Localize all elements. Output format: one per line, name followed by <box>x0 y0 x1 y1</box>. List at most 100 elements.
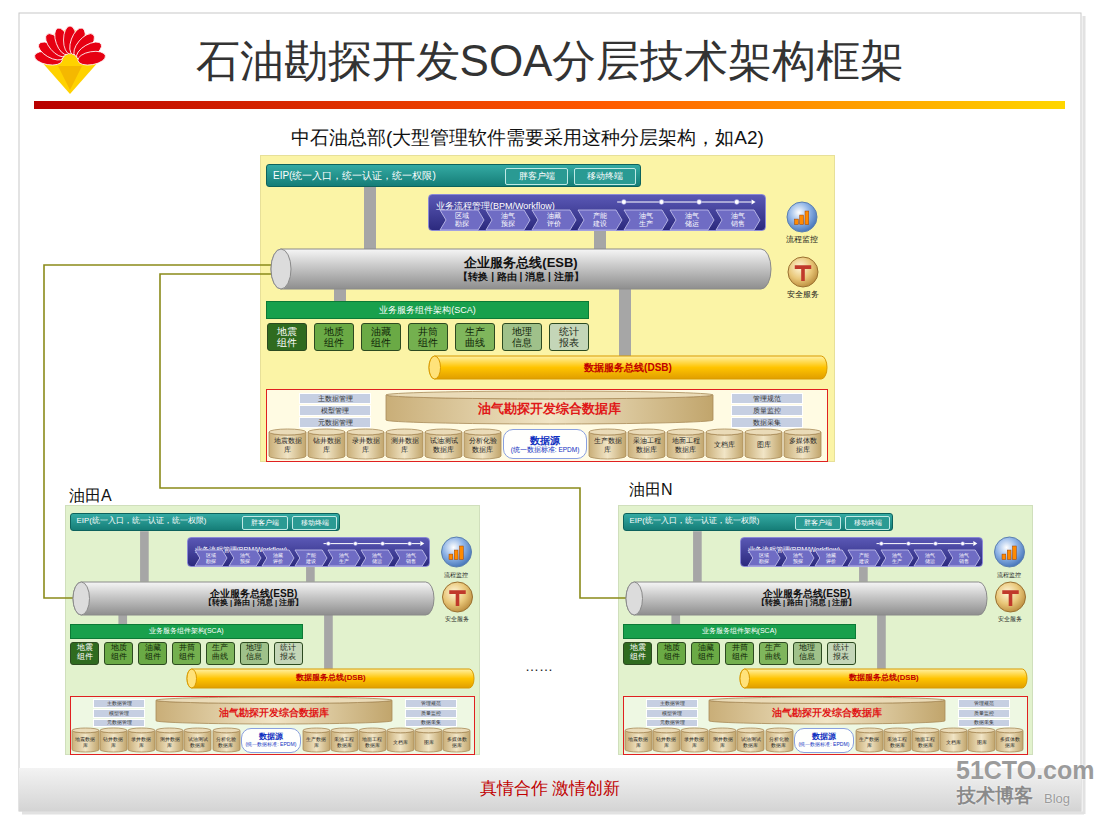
chart-bar <box>795 219 799 224</box>
database-top <box>667 429 704 435</box>
panel-heading: 中石油总部(大型管理软件需要采用这种分层架构，如A2) <box>291 127 764 149</box>
bus-end <box>626 582 643 615</box>
database-top <box>156 728 183 733</box>
flow-dot <box>697 200 702 205</box>
list-label: 模型管理 <box>321 407 349 414</box>
cyl-label: 采油工程数据库 <box>885 736 908 749</box>
cyl-box: 采油工程数据库 <box>331 728 358 752</box>
cyl-label: 多媒体数据库 <box>445 736 468 749</box>
cyl-box: 多媒体数据库 <box>996 728 1023 752</box>
oilfield-link <box>160 274 626 598</box>
step-box: 产能建设 <box>578 210 622 230</box>
client-box: 移动终端 <box>845 516 890 530</box>
comp-label: 生产曲线 <box>764 644 782 662</box>
process-step-chevron <box>914 550 946 566</box>
bus-body <box>740 669 1027 688</box>
database-body <box>589 432 626 459</box>
cyl-label: 文档库 <box>946 739 961 745</box>
database-top <box>589 429 626 435</box>
cyl-label: 采油工程数据库 <box>332 736 355 749</box>
cyl-box: 分析化验数据库 <box>464 429 501 459</box>
bus-body <box>187 669 474 688</box>
bigdb-label: 油气勘探开发综合数据库 <box>772 707 882 719</box>
process-step-chevron <box>295 550 327 566</box>
eip-box: EIP(统一入口，统一认证，统一权限)胖客户端移动终端 <box>70 513 341 532</box>
title-rule <box>34 101 1065 109</box>
comp-label: 地震组件 <box>629 644 647 662</box>
flow-dot <box>933 542 937 546</box>
sca-box: 业务服务组件架构(SCA) <box>70 624 303 639</box>
list-box: 元数据管理 <box>646 719 698 728</box>
cyl-box: 分析化验数据库 <box>766 728 793 752</box>
cyl-box: 录井数据库 <box>128 728 155 752</box>
database-body <box>625 731 652 753</box>
esb-box: 企业服务总线(ESB)【转换 | 路由 | 消息 | 注册】 <box>271 249 771 289</box>
source-label: (统一数据标准: EPDM) <box>799 742 850 748</box>
step-box: 产能建设 <box>848 550 880 566</box>
client-box: 移动终端 <box>292 516 337 530</box>
slide-note: 真情合作 激情创新 <box>0 779 1100 799</box>
monitor-box: 流程监控 <box>987 535 1032 577</box>
comp-box: 统计报表 <box>549 323 589 351</box>
comp-box: 地质组件 <box>104 642 133 665</box>
database-body <box>100 731 127 753</box>
chart-bar <box>460 546 464 560</box>
database-body <box>745 432 782 459</box>
process-step-chevron <box>486 210 530 230</box>
source-label: 数据源 <box>530 435 560 447</box>
list-label: 主数据管理 <box>107 701 132 706</box>
database-top <box>996 728 1023 733</box>
comp-box: 地质组件 <box>314 323 354 351</box>
cyl-label: 图库 <box>424 739 434 745</box>
database-body <box>706 432 743 459</box>
comp-box: 统计报表 <box>827 642 856 665</box>
cyl-box: 钻井数据库 <box>100 728 127 752</box>
cyl-label: 多媒体数据库 <box>998 736 1021 749</box>
cyl-box: 测井数据库 <box>709 728 736 752</box>
database-body <box>308 432 345 459</box>
cyl-box: 分析化验数据库 <box>213 728 240 752</box>
database-top <box>303 728 330 733</box>
database-body <box>940 731 967 753</box>
client-box: 胖客户端 <box>505 168 568 185</box>
database-body <box>386 432 423 459</box>
list-box: 质量监控 <box>405 709 457 718</box>
step-box: 油气储运 <box>914 550 946 566</box>
cyl-box: 文档库 <box>387 728 414 752</box>
chart-bar <box>1007 550 1011 559</box>
step-box: 区域勘探 <box>440 210 484 230</box>
database-body <box>653 731 680 753</box>
list-box: 质量监控 <box>731 405 803 416</box>
comp-box: 油藏组件 <box>138 642 167 665</box>
client-box: 胖客户端 <box>242 516 287 530</box>
cyl-box: 录井数据库 <box>347 429 384 459</box>
step-box: 油气销售 <box>716 210 760 230</box>
cyl-box: 试油测试数据库 <box>737 728 764 752</box>
list-box: 数据采集 <box>958 719 1010 728</box>
comp-label: 地质组件 <box>323 326 346 349</box>
sca-box: 业务服务组件架构(SCA) <box>266 301 589 319</box>
flow-line <box>617 202 751 203</box>
bigdb-box: 油气勘探开发综合数据库 <box>386 391 713 424</box>
cyl-box: 钻井数据库 <box>308 429 345 459</box>
oilfield-panel: 中石油总部(大型管理软件需要采用这种分层架构，如A2)EIP(统一入口，统一认证… <box>260 155 835 462</box>
monitor-box: 流程监控 <box>434 535 479 577</box>
source-label: (统一数据标准: EPDM) <box>246 742 297 748</box>
database-body <box>425 432 462 459</box>
process-step-chevron <box>578 210 622 230</box>
step-label: 油气储运 <box>371 552 384 565</box>
database-top <box>386 391 713 399</box>
monitor-icon <box>787 202 817 232</box>
bus-end <box>73 582 90 615</box>
flow-head <box>973 541 977 546</box>
esb-label: 【转换 | 路由 | 消息 | 注册】 <box>757 599 857 608</box>
step-label: 油气储运 <box>924 552 937 565</box>
comp-label: 生产曲线 <box>464 326 487 349</box>
step-label: 油气预探 <box>500 212 516 228</box>
step-label: 油藏评价 <box>271 552 284 565</box>
database-top <box>681 728 708 733</box>
flow-line <box>323 543 420 544</box>
database-top <box>706 429 743 435</box>
client-label: 移动终端 <box>301 519 329 527</box>
database-top <box>386 429 423 435</box>
